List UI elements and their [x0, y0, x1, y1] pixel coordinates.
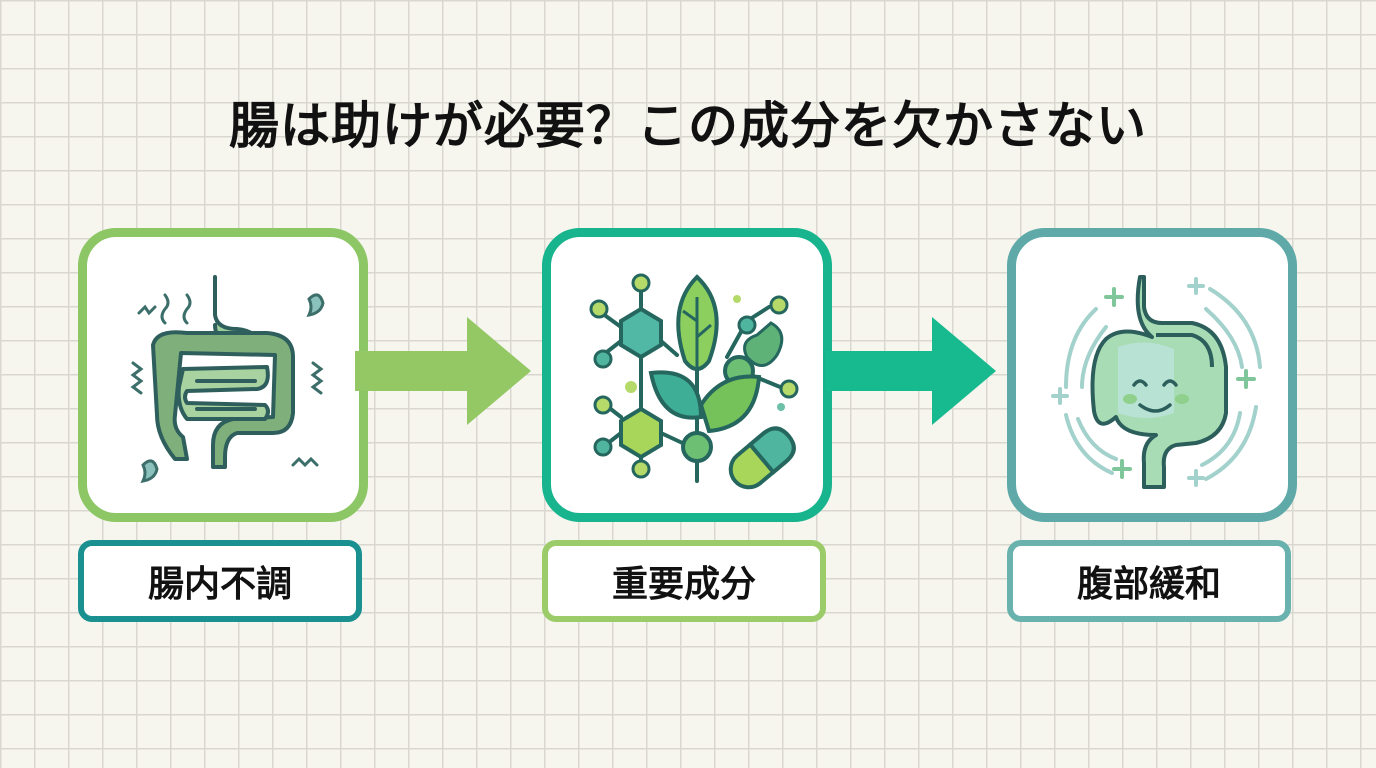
- arrow-step2-to-step3: [826, 317, 996, 425]
- happy-intestine-icon: [1051, 275, 1262, 489]
- molecule-leaf-capsule-icon: [589, 273, 799, 490]
- arrow-shape: [826, 317, 996, 425]
- arrow-step1-to-step2: [355, 317, 531, 425]
- step-label-abdominal-relief: 腹部緩和: [1007, 540, 1291, 622]
- step-label-intestine-trouble: 腸内不調: [78, 540, 362, 622]
- step-label-key-ingredient: 重要成分: [542, 540, 826, 622]
- arrow-shape: [355, 317, 531, 425]
- page-title: 腸は助けが必要？この成分を欠かさない: [229, 97, 1147, 155]
- step-label-text: 腸内不調: [147, 564, 292, 605]
- step-card-abdominal-relief: [1007, 228, 1297, 522]
- step-label-text: 腹部緩和: [1076, 564, 1221, 605]
- step-label-text: 重要成分: [611, 564, 756, 605]
- step-card-intestine-trouble: [78, 228, 368, 522]
- troubled-intestine-icon: [130, 275, 325, 483]
- step-card-key-ingredient: [542, 228, 832, 522]
